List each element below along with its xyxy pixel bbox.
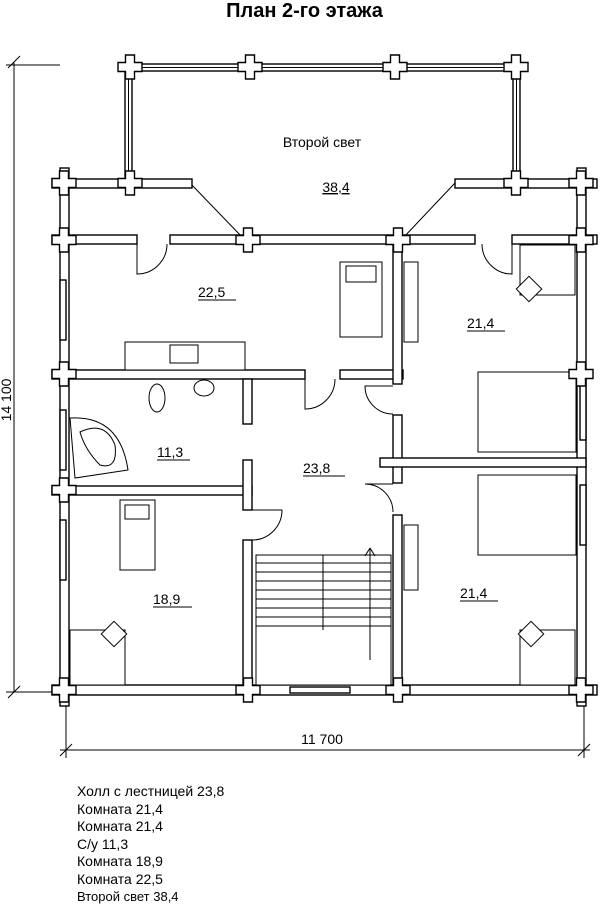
log-corner-post <box>385 677 411 703</box>
legend-item: Комната 22,5 <box>77 870 163 887</box>
legend-item: Комната 18,9 <box>77 853 163 869</box>
log-corner-post <box>237 54 263 80</box>
legend-item: С/у 11,3 <box>77 835 129 852</box>
second-light-frame <box>124 63 521 239</box>
log-corner-post <box>51 227 77 253</box>
log-corner-post <box>568 170 594 196</box>
room-sw-area: 18,9 <box>153 591 180 607</box>
room-ne-area: 21,4 <box>467 315 494 331</box>
second-light-area: 38,4 <box>322 179 349 195</box>
log-corner-post <box>568 361 594 387</box>
furniture <box>69 244 577 686</box>
legend-item: Комната 21,4 <box>77 800 163 817</box>
room-nw-area: 22,5 <box>198 284 225 300</box>
width-label: 11 700 <box>301 731 343 747</box>
log-corner-post <box>117 54 143 80</box>
log-corner-post <box>51 361 77 387</box>
log-corner-post <box>235 227 261 253</box>
room-se-area: 21,4 <box>460 585 487 601</box>
plan-title: План 2-го этажа <box>226 0 383 22</box>
log-corner-post <box>503 170 529 196</box>
staircase <box>255 547 392 686</box>
log-corner-post <box>503 54 529 80</box>
log-corner-post <box>568 227 594 253</box>
log-corner-post <box>568 677 594 703</box>
second-light-name: Второй свет <box>283 134 362 150</box>
legend-item: Холл с лестницей 23,8 <box>77 783 225 799</box>
log-corner-post <box>117 170 143 196</box>
legend-item: Второй свет 38,4 <box>77 889 179 904</box>
width-dimension: 11 700 <box>59 700 591 758</box>
area-legend: Холл с лестницей 23,8 Комната 21,4 Комна… <box>77 783 224 906</box>
height-label: 14 100 <box>0 378 14 421</box>
log-corner-post <box>382 54 408 80</box>
hall-area: 23,8 <box>303 460 330 476</box>
log-corner-post <box>235 677 261 703</box>
log-corner-post <box>51 170 77 196</box>
doors <box>136 243 513 541</box>
height-dimension: 14 100 <box>0 55 60 699</box>
log-corner-post <box>51 477 77 503</box>
legend-item: Комната 21,4 <box>77 818 163 834</box>
bathroom-area: 11,3 <box>157 444 183 460</box>
log-corner-post <box>385 227 411 253</box>
log-corner-post <box>51 677 77 703</box>
